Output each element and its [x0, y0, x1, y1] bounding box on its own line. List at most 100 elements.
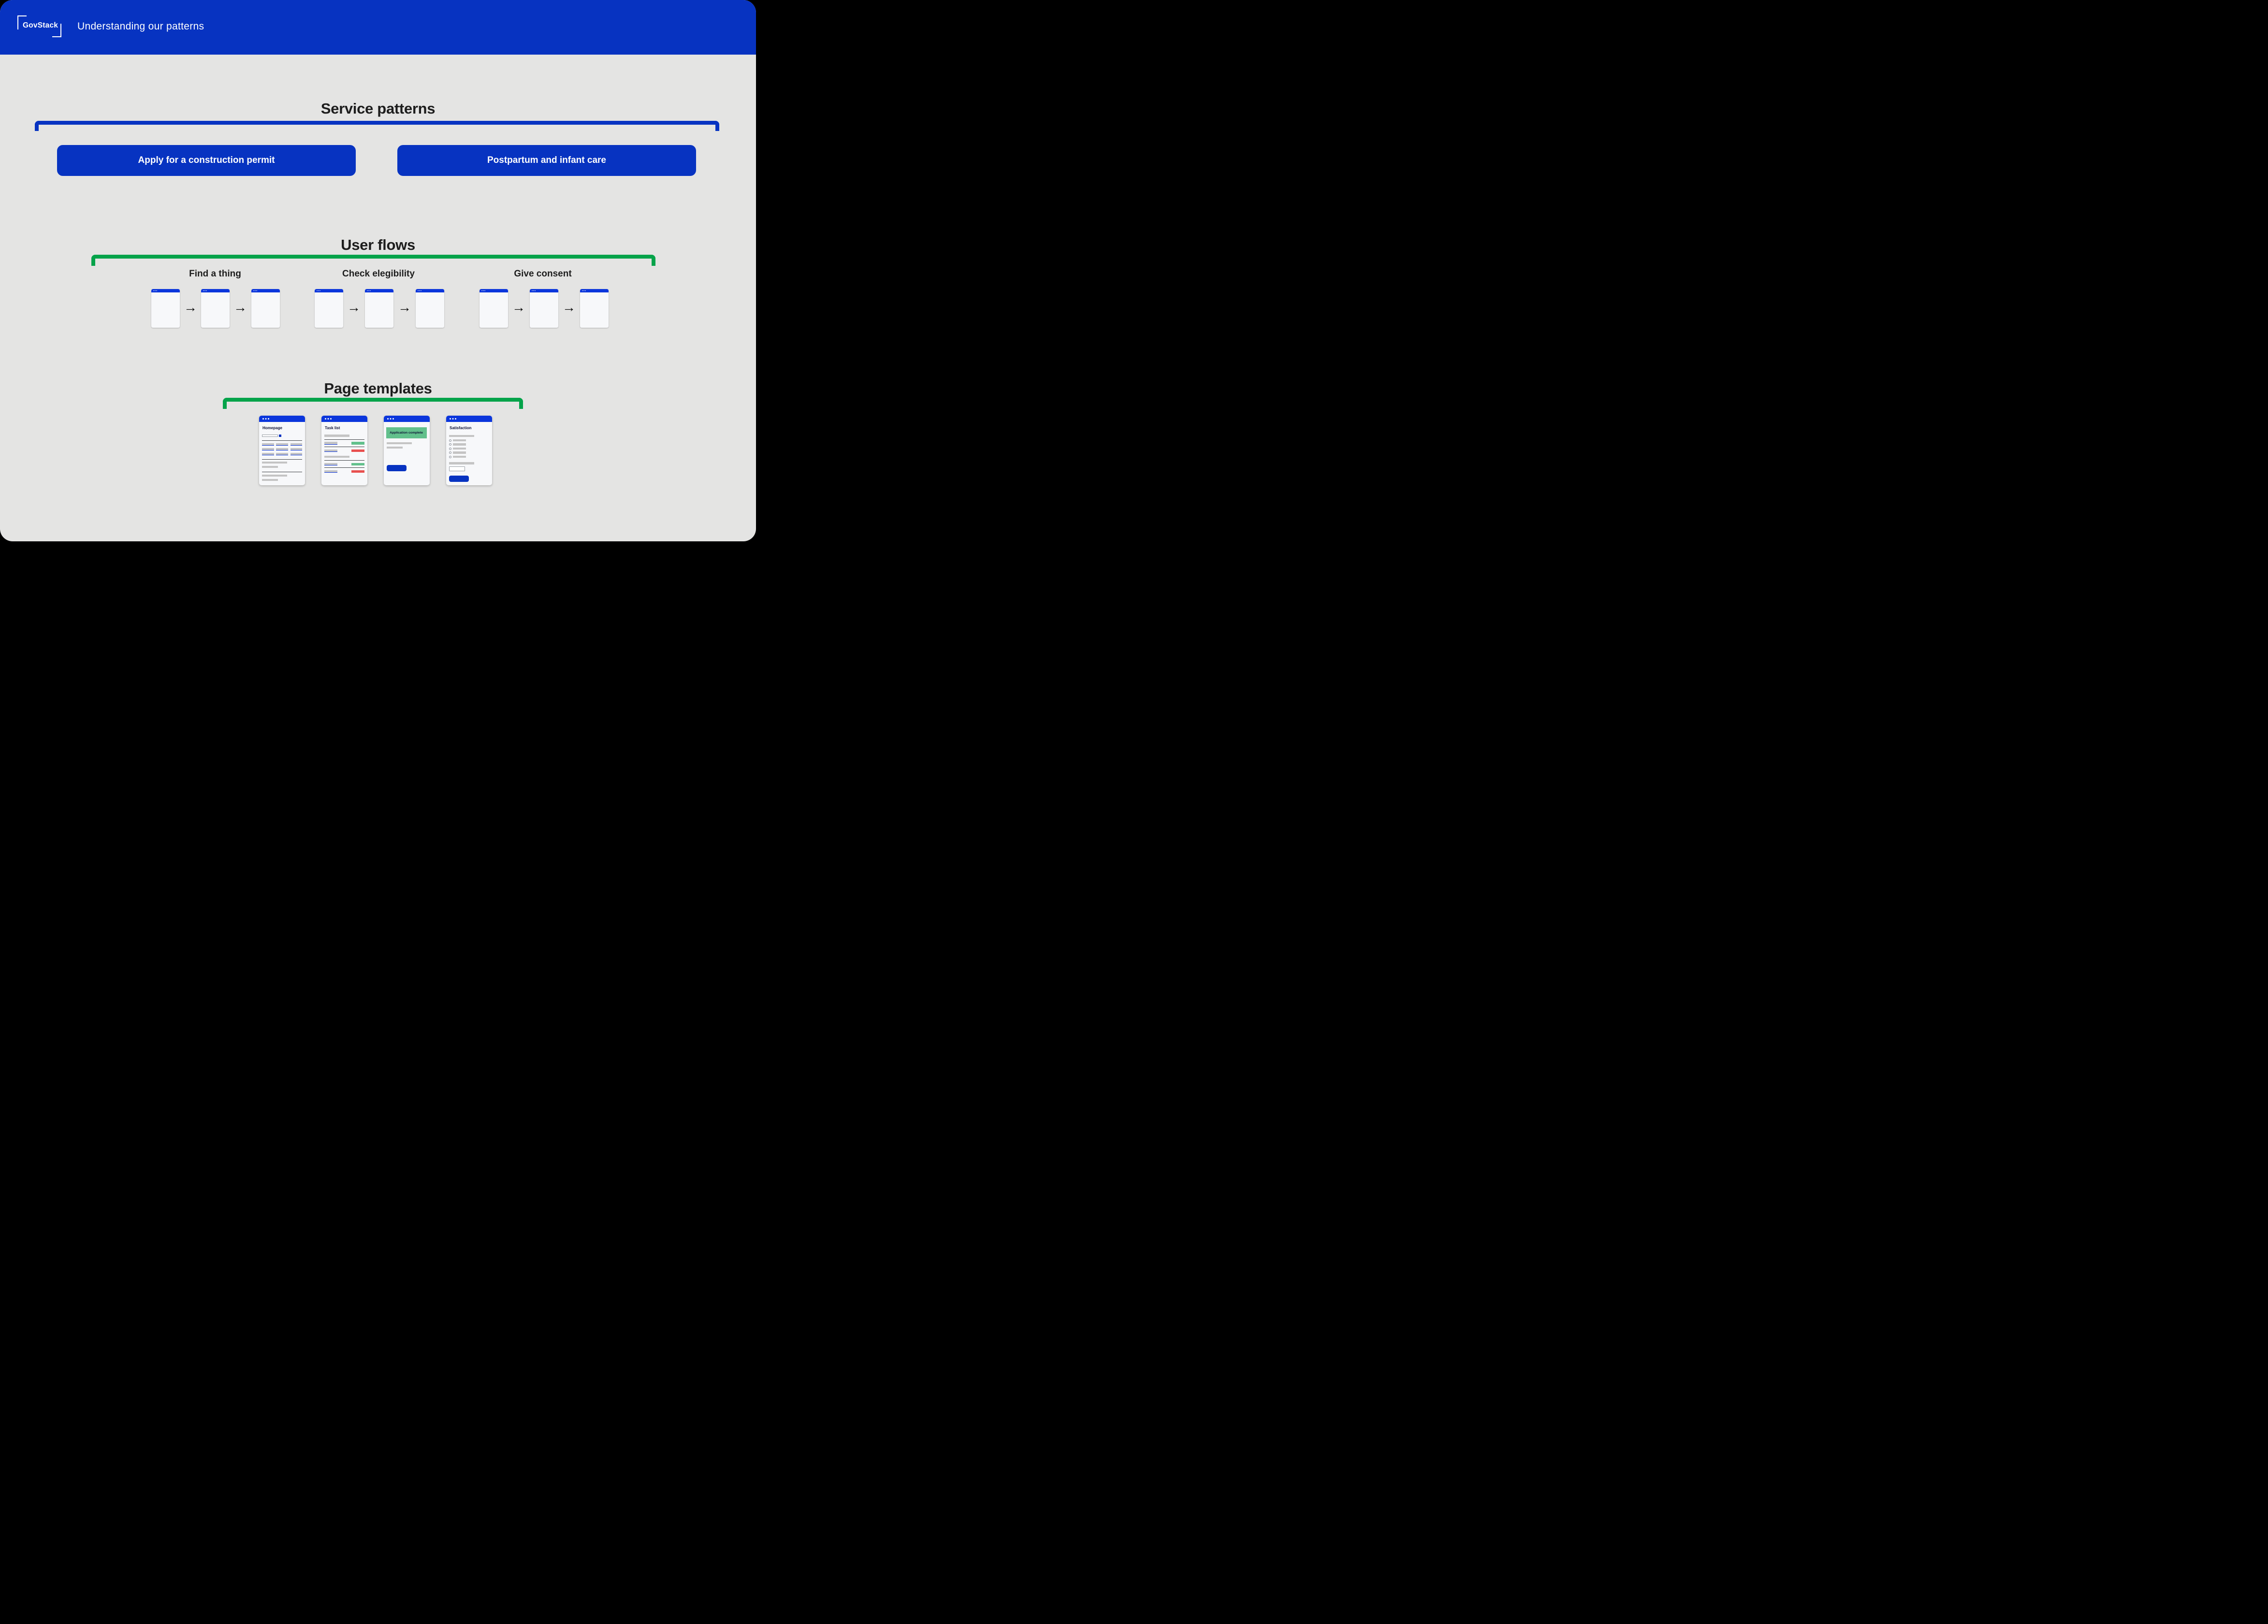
- link-bar: [290, 448, 302, 450]
- window-controls-icon: [418, 290, 419, 291]
- status-badge-green: [351, 442, 364, 445]
- template-card-application-complete: Application complete: [384, 416, 430, 485]
- placeholder-bar: [387, 442, 412, 445]
- window-titlebar: [365, 289, 393, 292]
- status-badge-red: [351, 449, 364, 452]
- radio-button: [449, 447, 451, 450]
- service-patterns-title: Service patterns: [320, 100, 436, 117]
- flow-step-window: [480, 289, 508, 328]
- radio-button: [449, 451, 451, 454]
- app-header: GovStack Understanding our patterns: [0, 0, 756, 55]
- page-templates-title: Page templates: [324, 380, 432, 397]
- placeholder-bar: [452, 447, 466, 450]
- status-badge-green: [351, 463, 364, 466]
- link-bar: [262, 443, 274, 446]
- window-titlebar: [321, 416, 367, 422]
- divider: [324, 460, 364, 461]
- page-title: Understanding our patterns: [77, 21, 204, 32]
- arrow-right-icon: →: [347, 300, 361, 315]
- service-pattern-button-postpartum-care[interactable]: Postpartum and infant care: [397, 145, 696, 176]
- flow-step-window: [530, 289, 558, 328]
- flow-title-check-elegibility: Check elegibility: [342, 269, 415, 279]
- window-titlebar: [315, 289, 343, 292]
- window-controls-icon: [582, 290, 583, 291]
- link-bar: [324, 463, 337, 466]
- confirmation-panel-title: Application complete: [390, 431, 423, 435]
- placeholder-bar: [262, 465, 278, 468]
- window-controls-icon: [253, 290, 254, 291]
- search-button: [278, 434, 281, 437]
- link-bar: [324, 470, 337, 473]
- divider: [262, 440, 302, 441]
- template-card-task-list: Task list: [321, 416, 367, 485]
- arrow-right-icon: →: [398, 300, 411, 315]
- template-card-heading: Task list: [325, 426, 340, 430]
- link-bar: [262, 452, 274, 455]
- window-titlebar: [251, 289, 280, 292]
- arrow-right-icon: →: [233, 300, 247, 315]
- window-controls-icon: [367, 290, 368, 291]
- window-titlebar: [384, 416, 430, 422]
- template-card-heading: Homepage: [262, 426, 282, 430]
- window-titlebar: [446, 416, 492, 422]
- placeholder-bar: [387, 446, 403, 449]
- divider: [262, 459, 302, 460]
- placeholder-bar: [324, 435, 349, 437]
- placeholder-bar: [262, 461, 287, 464]
- service-patterns-bracket: [35, 121, 719, 131]
- flow-step-window: [365, 289, 393, 328]
- canvas: GovStack Understanding our patterns Serv…: [0, 0, 756, 541]
- window-titlebar: [201, 289, 230, 292]
- placeholder-bar: [452, 443, 466, 446]
- service-pattern-button-construction-permit[interactable]: Apply for a construction permit: [57, 145, 356, 176]
- link-bar: [276, 443, 288, 446]
- placeholder-bar: [324, 455, 349, 458]
- link-bar: [290, 443, 302, 446]
- search-input: [262, 434, 278, 437]
- textarea-field: [449, 466, 465, 471]
- flow-step-window: [580, 289, 609, 328]
- flow-title-give-consent: Give consent: [514, 269, 572, 279]
- window-controls-icon: [532, 290, 533, 291]
- placeholder-bar: [452, 451, 466, 454]
- flow-step-window: [315, 289, 343, 328]
- window-controls-icon: [203, 290, 204, 291]
- window-controls-icon: [481, 290, 482, 291]
- placeholder-bar: [452, 455, 466, 458]
- link-bar: [290, 452, 302, 455]
- arrow-right-icon: →: [512, 300, 525, 315]
- window-titlebar: [416, 289, 444, 292]
- status-badge-red: [351, 470, 364, 473]
- template-card-satisfaction: Satisfaction: [446, 416, 492, 485]
- govstack-logo-bracket-right-icon: [52, 24, 61, 37]
- placeholder-bar: [449, 435, 474, 437]
- template-card-homepage: Homepage: [259, 416, 305, 485]
- link-bar: [324, 442, 337, 445]
- radio-button: [449, 455, 451, 458]
- placeholder-bar: [449, 462, 474, 464]
- flow-step-window: [201, 289, 230, 328]
- primary-button: [387, 465, 407, 471]
- divider: [324, 439, 364, 440]
- arrow-right-icon: →: [562, 300, 576, 315]
- placeholder-bar: [452, 439, 466, 442]
- flow-step-window: [151, 289, 180, 328]
- placeholder-bar: [262, 474, 287, 477]
- window-controls-icon: [387, 418, 389, 420]
- window-controls-icon: [317, 290, 318, 291]
- flow-title-find-a-thing: Find a thing: [189, 269, 241, 279]
- link-bar: [324, 449, 337, 452]
- link-bar: [276, 452, 288, 455]
- radio-button: [449, 443, 451, 446]
- window-controls-icon: [325, 418, 327, 420]
- confirmation-panel: Application complete: [386, 427, 427, 438]
- window-controls-icon: [450, 418, 451, 420]
- page-templates-bracket: [223, 398, 523, 409]
- window-titlebar: [151, 289, 180, 292]
- user-flows-title: User flows: [341, 236, 415, 253]
- govstack-logo: GovStack: [23, 21, 58, 29]
- flow-step-window: [251, 289, 280, 328]
- primary-button: [449, 475, 469, 482]
- window-controls-icon: [153, 290, 154, 291]
- template-card-heading: Satisfaction: [450, 426, 472, 430]
